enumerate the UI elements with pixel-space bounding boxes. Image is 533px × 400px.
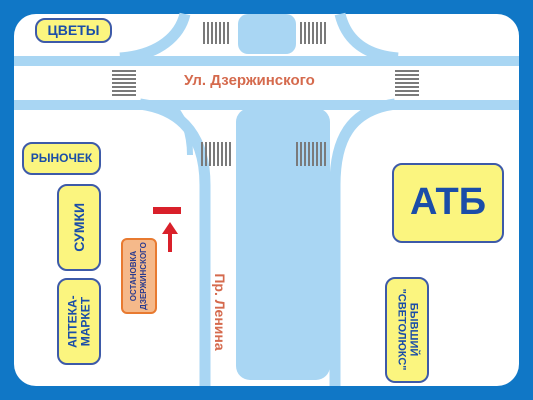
ramp-right: [329, 98, 396, 386]
dzerzhinskogo-lane-north: [14, 56, 519, 66]
street-lenina-text: Пр. Ленина: [212, 273, 228, 351]
bus-stop-line1: ОСТАНОВКА: [129, 250, 139, 302]
top-island: [238, 14, 296, 54]
place-apteka-market-text: АПТЕКА- МАРКЕТ: [65, 295, 93, 348]
dzerzhinskogo-lane-south: [14, 100, 519, 110]
place-svetoloks-text: БЫВШИЙ "СВЕТОЛЮКС": [395, 289, 420, 371]
place-sumki-label: СУМКИ: [70, 203, 87, 252]
place-tsvety: ЦВЕТЫ: [35, 18, 112, 43]
up-arrow-icon: [162, 222, 178, 252]
place-apteka-line1: АПТЕКА-: [65, 295, 80, 348]
crosswalk-lower-right: [296, 142, 326, 166]
place-svetoloks-line2: "СВЕТОЛЮКС": [396, 289, 408, 371]
crosswalk-top-right: [300, 22, 326, 44]
place-tsvety-label: ЦВЕТЫ: [47, 22, 100, 39]
place-sumki: СУМКИ: [57, 184, 101, 271]
place-atb-label: АТБ: [409, 181, 487, 224]
lenina-road: [236, 108, 330, 380]
place-svetoloks-line1: БЫВШИЙ: [407, 303, 420, 357]
crosswalk-left: [112, 70, 136, 96]
crosswalk-top-left: [203, 22, 229, 44]
crosswalk-lower-left: [201, 142, 231, 166]
place-apteka-market: АПТЕКА- МАРКЕТ: [57, 278, 101, 365]
ramp-top-right: [334, 12, 399, 64]
bus-stop-text: ОСТАНОВКА ДЗЕРЖИНСКОГО: [129, 242, 149, 310]
bus-stop-dzerzhinskogo: ОСТАНОВКА ДЗЕРЖИНСКОГО: [121, 238, 157, 314]
bus-stop-line2: ДЗЕРЖИНСКОГО: [139, 242, 149, 310]
place-svetoloks: БЫВШИЙ "СВЕТОЛЮКС": [385, 277, 429, 383]
place-rynochek-label: РЫНОЧЕК: [30, 151, 93, 166]
place-rynochek: РЫНОЧЕК: [22, 142, 101, 175]
place-atb: АТБ: [392, 163, 504, 243]
ramp-left: [139, 98, 211, 386]
ramp-left-side: [172, 106, 193, 156]
street-lenina-label: Пр. Ленина: [200, 273, 240, 350]
red-bar-icon: [153, 207, 181, 214]
ramp-top-left: [119, 12, 191, 64]
place-apteka-line2: МАРКЕТ: [78, 296, 93, 347]
street-dzerzhinskogo-label: Ул. Дзержинского: [184, 72, 315, 89]
crosswalk-right: [395, 70, 419, 96]
